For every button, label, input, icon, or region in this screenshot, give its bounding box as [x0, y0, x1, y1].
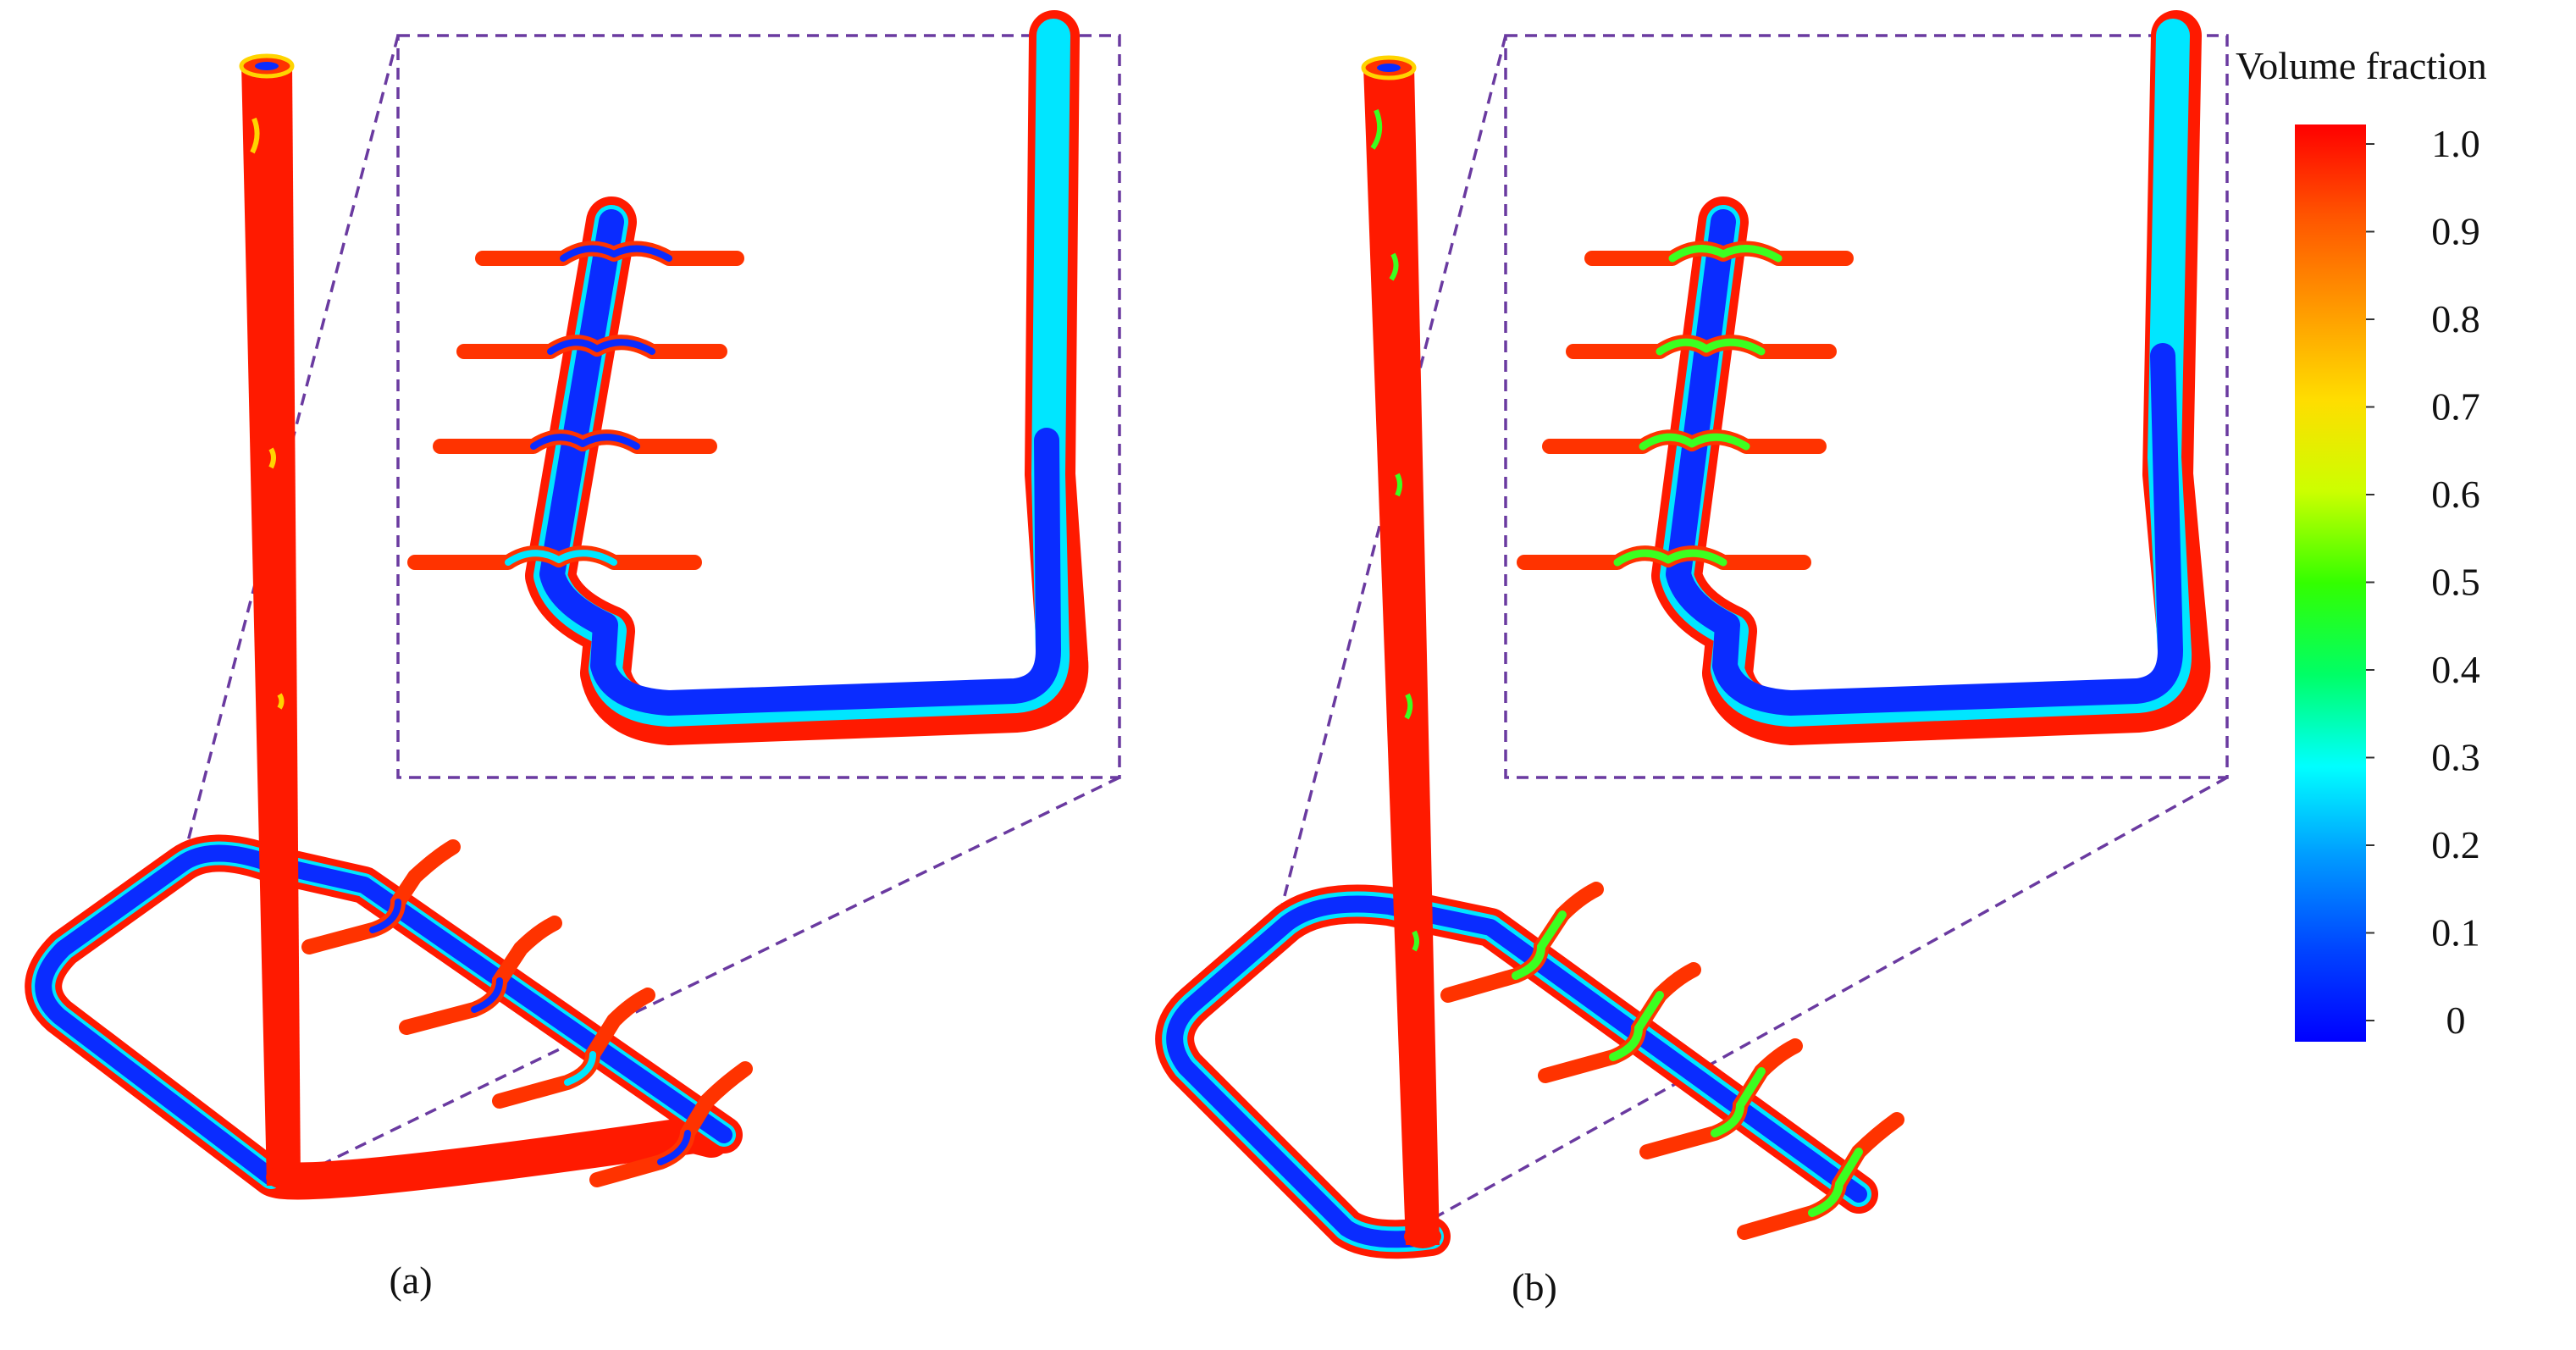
branch-pipes — [301, 839, 753, 1187]
zoom-leader-line — [180, 35, 400, 865]
zoom-leader-line — [291, 776, 1120, 1181]
pipe-loop — [25, 834, 743, 1200]
colorbar-tick-label: 0.6 — [2431, 473, 2480, 516]
colorbar-tick-label: 0.4 — [2431, 648, 2480, 691]
vertical-riser — [1361, 55, 1441, 1248]
colorbar-tick-label: 0 — [2446, 999, 2466, 1042]
colorbar-tick-label: 1.0 — [2431, 122, 2480, 165]
colorbar-tick-label: 0.5 — [2431, 561, 2480, 604]
colorbar-tick-label: 0.2 — [2431, 823, 2480, 866]
zoom-leader-line — [1430, 776, 2228, 1221]
colorbar: Volume fraction 1.0 0.9 0.8 0.7 0.6 0.5 0.4 0.3… — [2236, 44, 2487, 1042]
zoom-view-a — [407, 10, 1089, 745]
zoom-view-b — [1517, 10, 2211, 745]
pipe-loop — [1155, 884, 1878, 1259]
zoom-box — [396, 34, 1121, 779]
panel-a: (a) — [25, 10, 1121, 1302]
colorbar-tick-label: 0.1 — [2431, 911, 2480, 954]
colorbar-tick-label: 0.9 — [2431, 210, 2480, 253]
panel-b: (b) — [1155, 10, 2229, 1309]
colorbar-tick-label: 0.8 — [2431, 297, 2480, 340]
panel-label: (b) — [1512, 1265, 1557, 1309]
branch-pipes — [1440, 882, 1904, 1240]
panel-label: (a) — [389, 1259, 432, 1302]
colorbar-tick-label: 0.7 — [2431, 385, 2480, 429]
colorbar-tick-label: 0.3 — [2431, 736, 2480, 779]
zoom-box — [1504, 34, 2229, 779]
colorbar-gradient — [2295, 124, 2366, 1042]
colorbar-ticks: 1.0 0.9 0.8 0.7 0.6 0.5 0.4 0.3 0.2 0.1 0 — [2366, 122, 2480, 1042]
colorbar-title: Volume fraction — [2236, 44, 2487, 87]
vertical-riser — [239, 53, 303, 1189]
